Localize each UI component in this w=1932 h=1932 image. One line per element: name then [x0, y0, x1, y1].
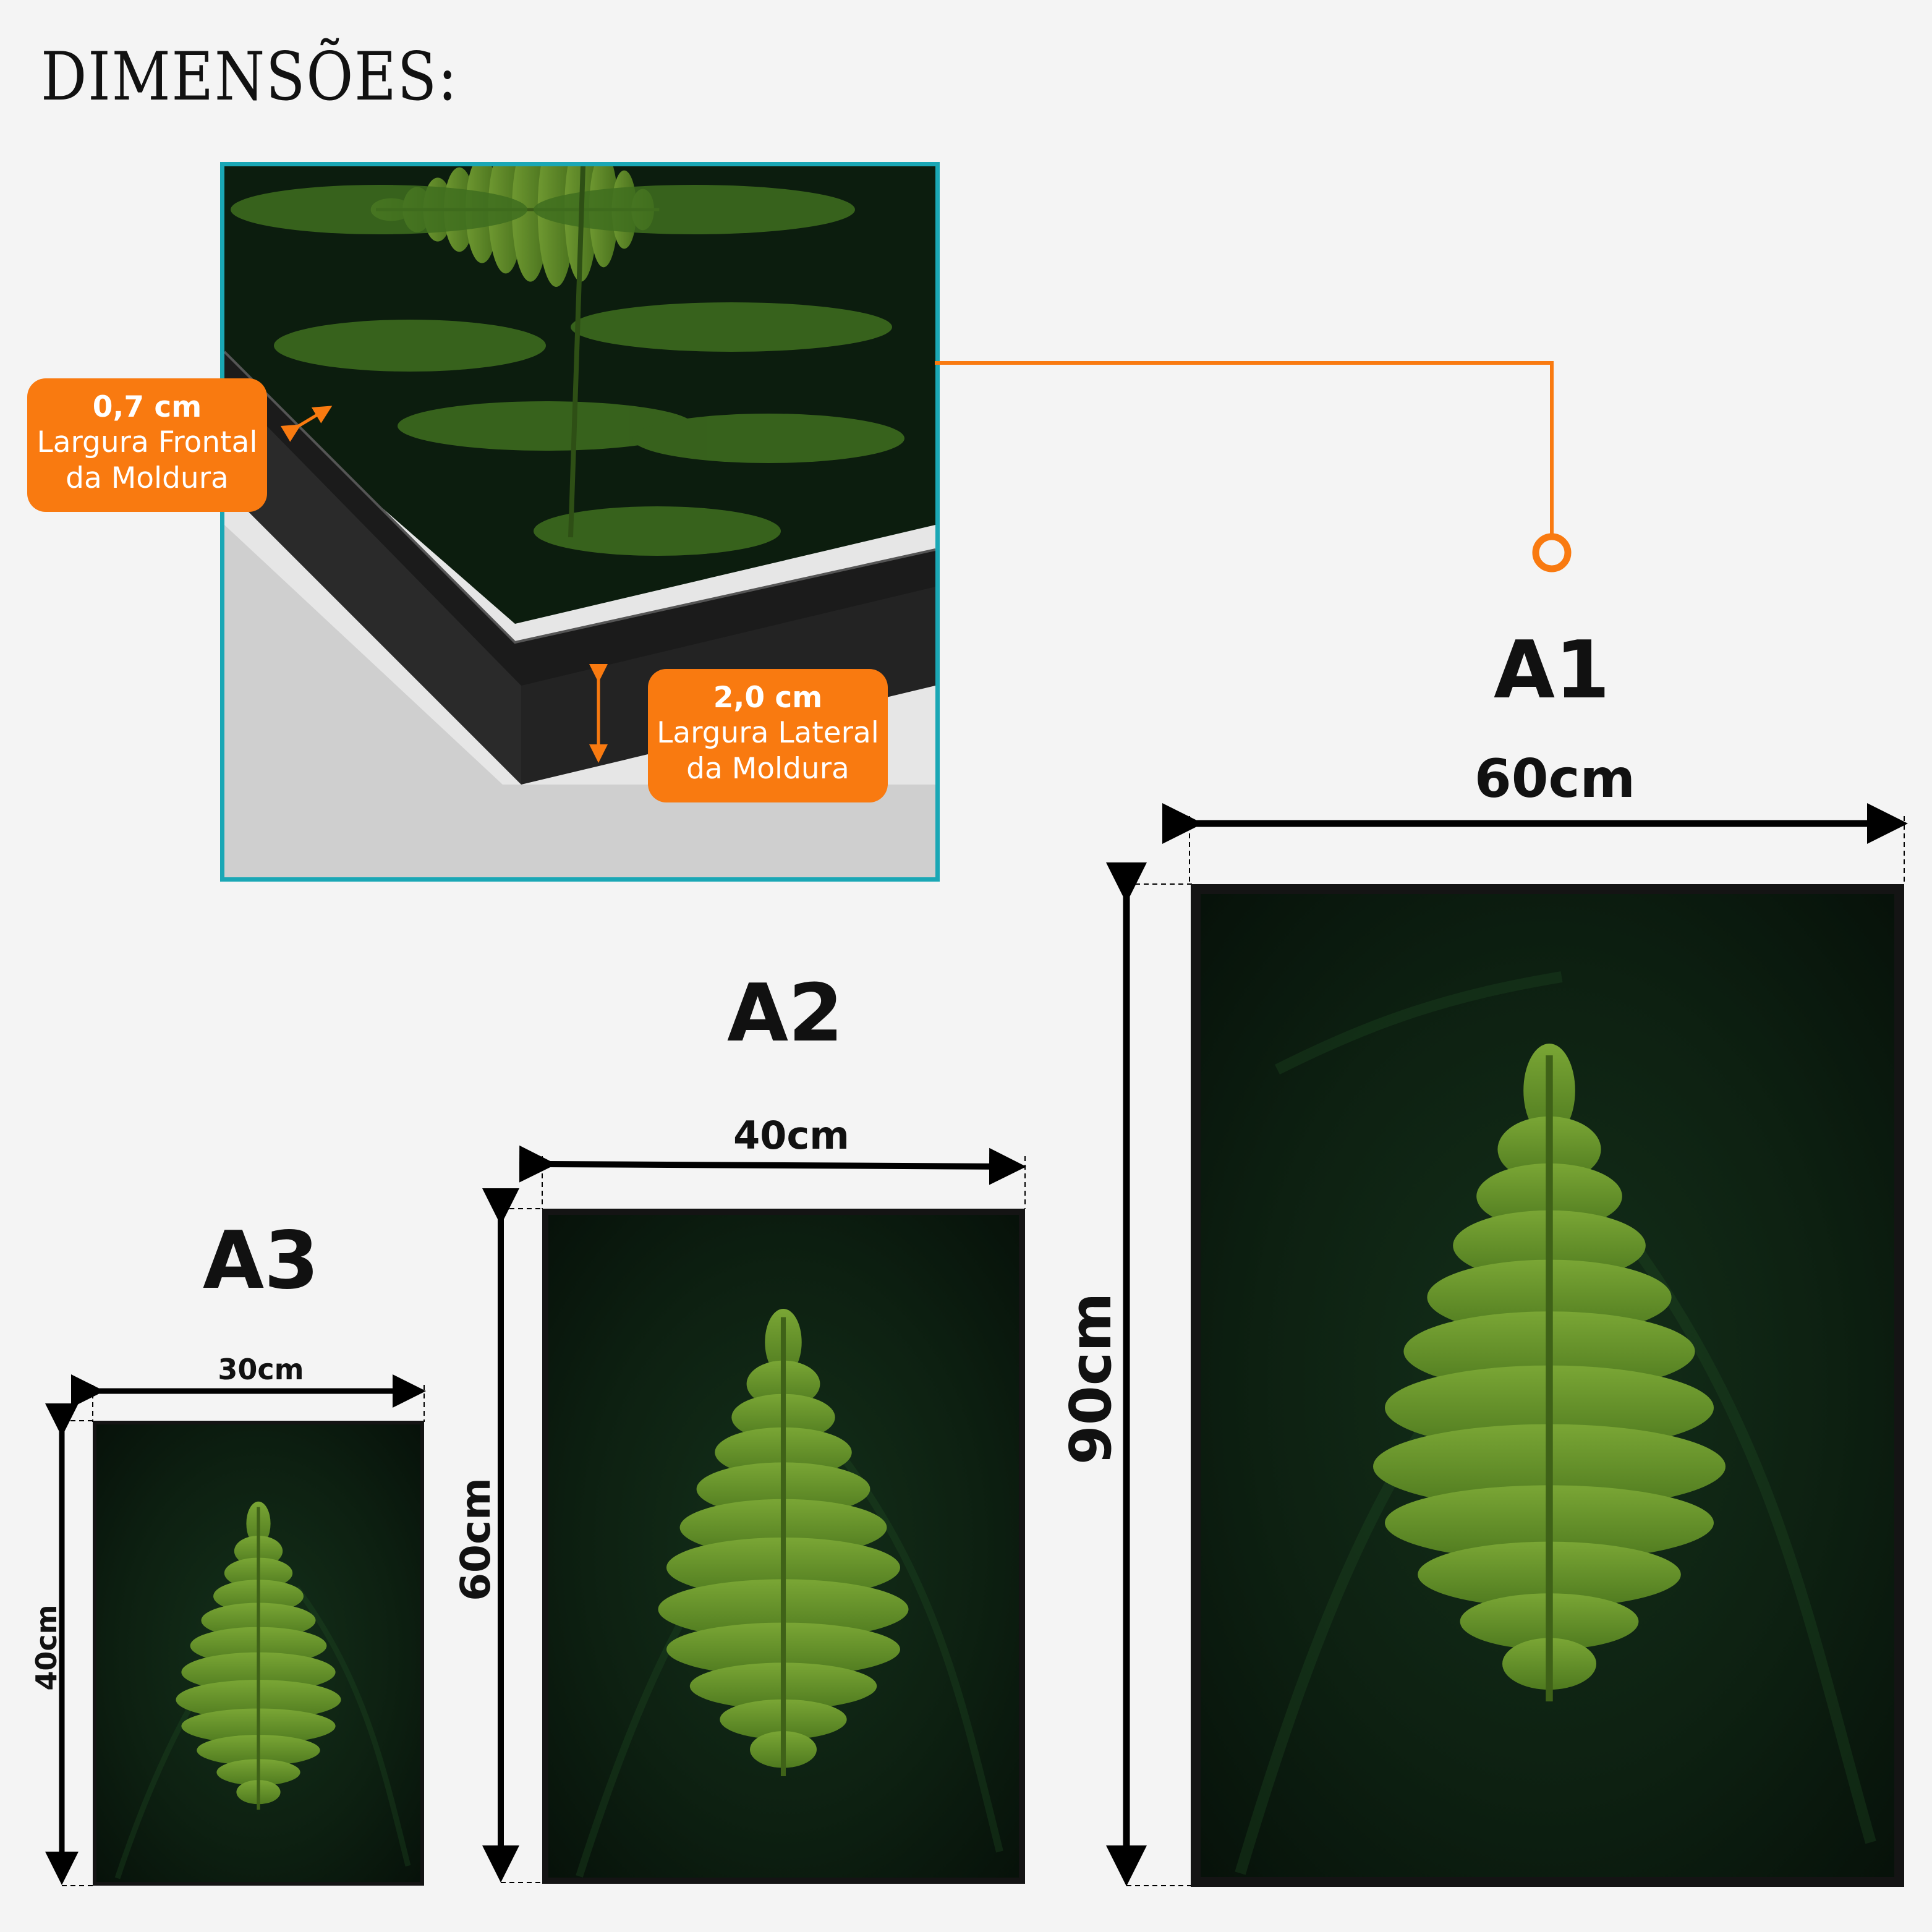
circle-marker-icon: [1532, 533, 1572, 572]
front-width-label-2: da Moldura: [66, 461, 229, 495]
frame-corner-illustration: [224, 166, 935, 877]
a1-poster: [1191, 884, 1904, 1887]
a2-width-arrow: [519, 1145, 1026, 1185]
a3-poster: [93, 1421, 424, 1886]
side-width-label-2: da Moldura: [686, 751, 849, 786]
a3-label: A3: [202, 1215, 320, 1307]
frame-detail-closeup: [220, 162, 940, 882]
side-width-value: 2,0 cm: [713, 681, 823, 715]
front-width-badge: 0,7 cm Largura Frontal da Moldura: [27, 378, 267, 512]
front-width-value: 0,7 cm: [92, 390, 202, 424]
a2-poster: [542, 1209, 1025, 1884]
a1-label: A1: [1493, 624, 1611, 717]
frame-width-arrows: [280, 406, 608, 763]
page-title: DIMENSÕES:: [41, 38, 459, 116]
front-width-label-1: Largura Frontal: [36, 425, 258, 460]
side-width-label-1: Largura Lateral: [657, 716, 879, 751]
side-width-badge: 2,0 cm Largura Lateral da Moldura: [648, 669, 888, 802]
a2-label: A2: [726, 968, 844, 1060]
a1-width-label: 60cm: [1474, 748, 1636, 810]
